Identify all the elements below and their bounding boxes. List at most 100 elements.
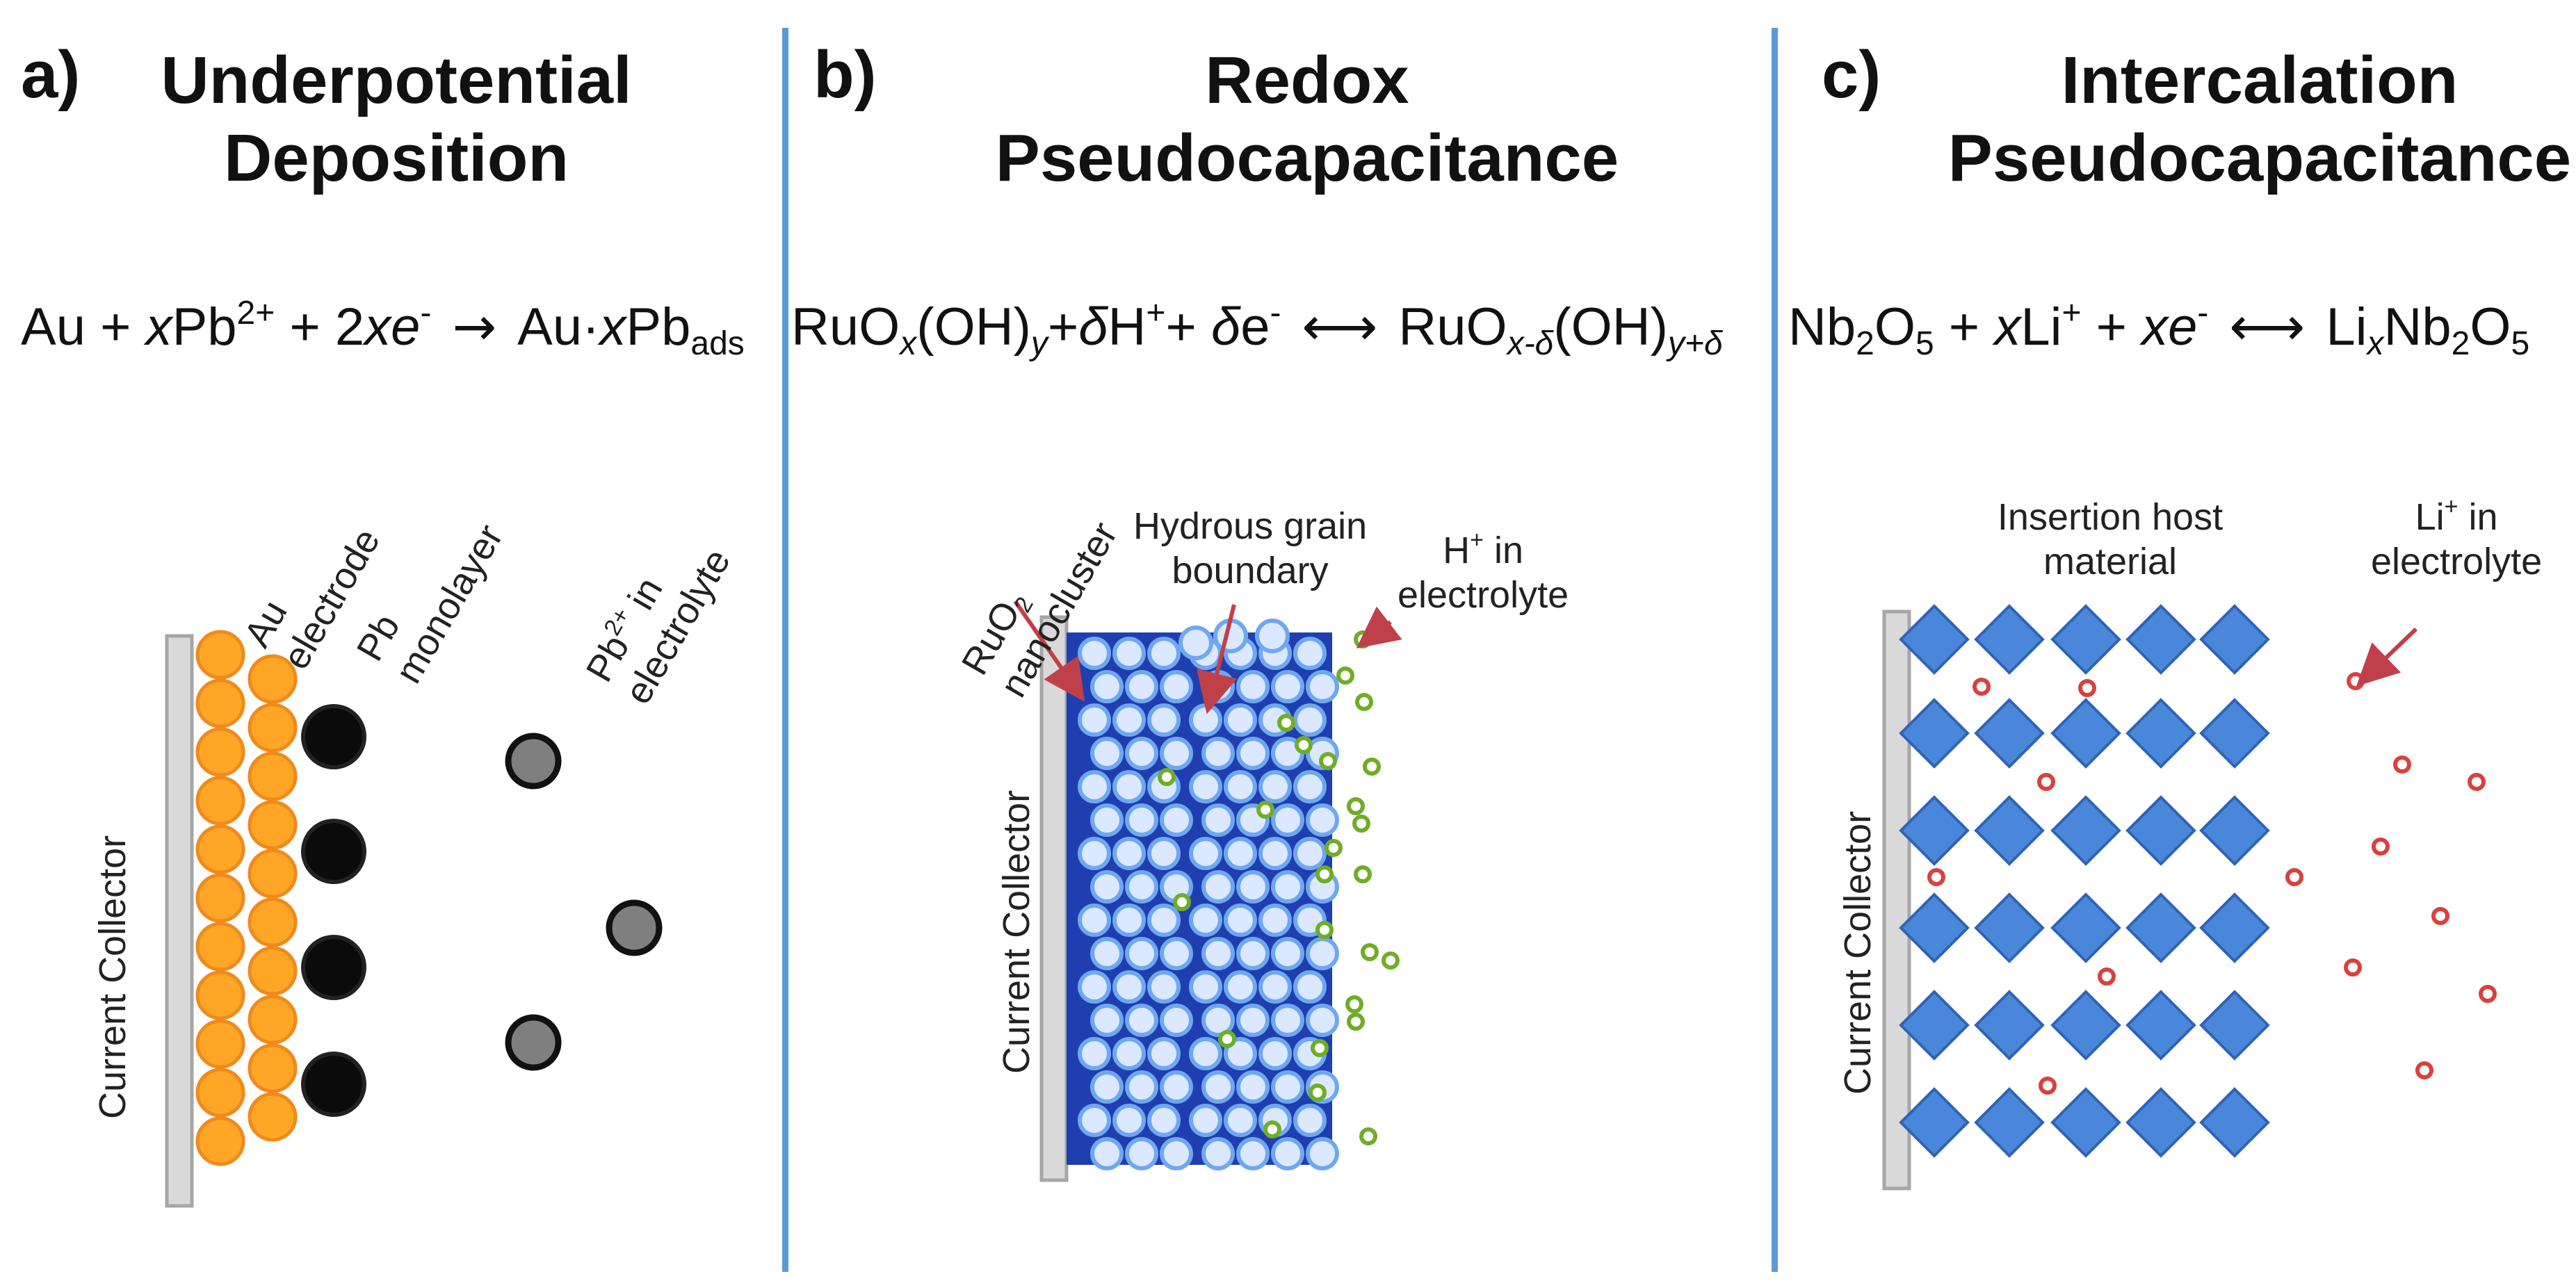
current-collector-b [1039,615,1069,1182]
panel-title-b: Redox Pseudocapacitance [959,42,1655,197]
pb2-ion [505,1014,562,1071]
ruo2-cluster [1125,670,1158,703]
eq-a-part: xe [364,297,421,357]
eq-c-part: Nb [1788,297,1856,357]
ruo2-cluster [1090,737,1124,770]
ruo2-cluster [1293,637,1327,670]
li-label-part: + [2444,493,2458,520]
au-sphere [195,873,245,923]
au-sphere [195,970,245,1020]
current-collector-a [165,634,194,1208]
ruo2-cluster [1201,1070,1235,1104]
ruo2-cluster [1125,803,1158,837]
host-diamond [2125,1087,2196,1158]
ruo2-cluster [1125,1004,1158,1037]
host-diamond [2125,795,2196,866]
pb-sphere [301,1052,366,1117]
li-ion [2431,907,2449,925]
ruo2-cluster [1293,970,1327,1004]
h-label-line2: electrolyte [1398,574,1569,616]
grain-label-line1: Hydrous grain [1133,505,1368,547]
au-sphere [248,800,298,850]
ruo2-cluster [1112,637,1146,670]
ruo2-cluster [1224,837,1257,870]
insertion-host-label: Insertion host material [1961,495,2260,584]
h-ion [1277,714,1295,732]
ruo2-cluster [1201,1137,1235,1170]
reversible-arrow-icon: ⟷ [2229,295,2306,357]
ruo2-cluster [1160,737,1193,770]
ruo2-cluster [1178,626,1213,660]
ruo2-cluster [1090,1137,1124,1170]
eq-c-part: Nb [2383,297,2452,357]
ruo2-cluster [1224,1037,1257,1070]
ruo2-cluster [1258,1037,1292,1070]
ruo2-cluster [1224,970,1257,1004]
li-ion [1972,678,1991,696]
h-ion [1355,693,1373,711]
host-diamond [2125,698,2196,769]
panel-letter-c: c) [1822,38,1881,112]
ruo2-cluster [1125,870,1158,904]
li-ion [2344,958,2362,976]
h-ion [1345,995,1363,1013]
ruo2-cluster [1189,970,1222,1004]
diagram-a [165,630,663,1208]
pb-sphere [301,819,366,884]
current-collector-label-b: Current Collector [996,790,1037,1074]
host-diamond [2125,990,2196,1061]
eq-b-part: x-δ [1507,325,1554,362]
ruo2-cluster [1090,870,1124,904]
ruo2-cluster [1078,637,1111,670]
grain-label-line2: boundary [1172,550,1329,591]
ruo2-cluster [1125,937,1158,970]
eq-b-part: y [1030,325,1048,362]
ruo2-cluster [1147,1104,1181,1137]
pb2-ions [505,733,663,1071]
li-label-part: in [2458,496,2498,538]
h-label-part: + [1470,527,1484,553]
ruo2-cluster [1271,670,1304,703]
eq-b-part: + [1047,297,1079,357]
eq-a-part: x [599,297,626,357]
au-sphere [248,995,298,1045]
ruo2-cluster [1293,703,1327,737]
eq-a-part: Pb [172,297,237,357]
pb2-ion [505,733,562,790]
ruo2-cluster [1078,770,1111,803]
equation-c: Nb2O5 + xLi+ + xe-⟷LixNb2O5 [1788,295,2529,361]
ruo2-cluster [1112,703,1146,737]
pointer-arrow-li-ion [2356,627,2418,687]
current-collector-label-a: Current Collector [92,835,133,1119]
panel-letter-a: a) [21,38,81,112]
au-sphere [248,654,298,704]
reversible-arrow-icon: ⟷ [1302,295,1378,357]
host-diamond [2125,604,2196,675]
ruo2-cluster [1147,1037,1181,1070]
host-label-line1: Insertion host [1997,496,2223,538]
ruo2-cluster [1112,904,1146,937]
pb2-ion [606,899,663,956]
eq-a-part: ads [690,325,745,362]
h-ions [1158,630,1400,1145]
panel-title-b-line1: Redox [1205,43,1409,117]
li-label-line2: electrolyte [2371,541,2543,582]
au-sphere [248,1043,298,1093]
pb-sphere [301,704,366,769]
h-ion [1354,865,1372,883]
li-ion [2479,985,2497,1003]
ruo2-cluster [1201,937,1235,970]
li-ion [2078,679,2096,697]
li-ion [1927,868,1945,886]
ruo2-cluster [1201,737,1235,770]
host-diamond [2199,604,2270,675]
ruo2-cluster [1125,1070,1158,1104]
ruo2-cluster [1160,1137,1193,1170]
host-diamond [1899,604,1970,675]
pointer-arrow-grain [1197,604,1238,714]
panel-letter-b: b) [813,38,877,112]
ruo2-cluster [1147,637,1181,670]
eq-b-part: - [1270,295,1281,332]
host-diamond [1899,1087,1970,1158]
eq-c-part: 2 [1856,325,1874,362]
